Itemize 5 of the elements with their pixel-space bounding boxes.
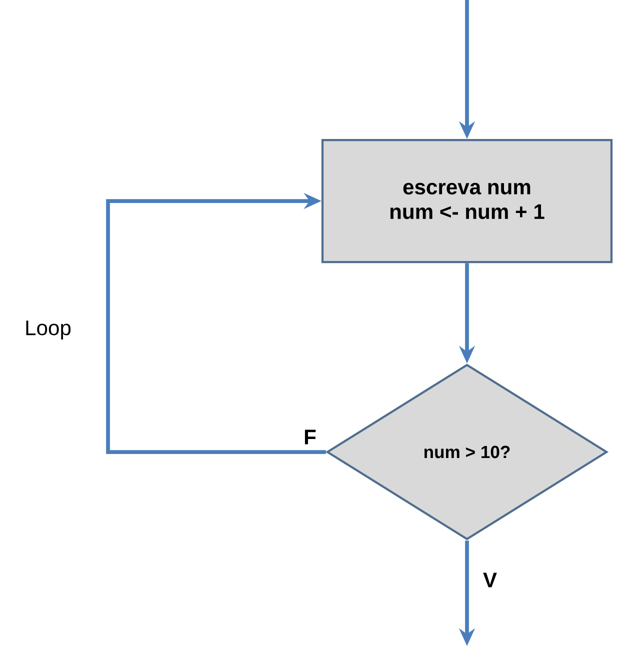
loop-label: Loop	[26, 320, 71, 340]
edge-label: F	[304, 430, 316, 444]
arrow	[106, 192, 326, 454]
edge-label: V	[483, 572, 497, 588]
process-box: escreva num num <- num + 1	[321, 138, 613, 264]
